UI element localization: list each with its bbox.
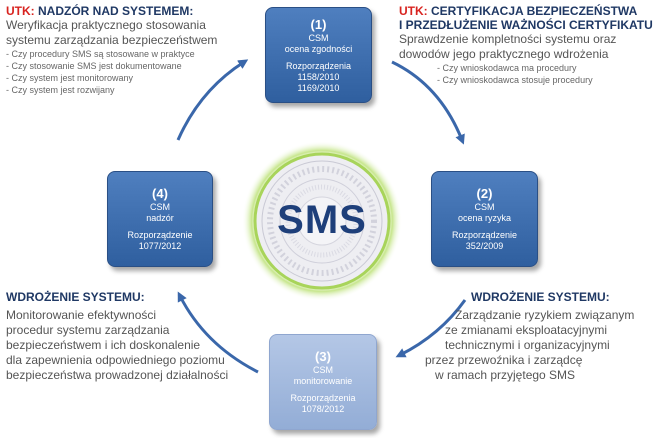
step-csm: CSM (474, 202, 495, 212)
implementation-heading: WDROŻENIE SYSTEMU: (471, 290, 610, 304)
step-regulation-number: 352/2009 (465, 241, 504, 251)
supervision-heading: UTK: NADZÓR NAD SYSTEMEM: (6, 4, 217, 18)
bullet-item: - Czy procedury SMS są stosowane w prakt… (6, 49, 195, 59)
arrow-1-to-2 (391, 60, 465, 145)
text-line: przez przewoźnika i zarządcę (425, 353, 583, 367)
heading-title-line2: I PRZEDŁUŻENIE WAŻNOŚCI CERTYFIKATU (399, 18, 653, 32)
step-title: monitorowanie (293, 376, 353, 386)
step-regulation-label: Rozporządzenie (127, 230, 193, 240)
heading-title: CERTYFIKACJA BEZPIECZEŃSTWA (431, 4, 638, 18)
step-csm: CSM (313, 365, 333, 375)
step-3-box: (3) CSM monitorowanie Rozporządzenia 107… (269, 334, 377, 430)
step-regulation-number: 1169/2010 (297, 82, 340, 93)
utk-prefix: UTK: (6, 4, 35, 18)
step-title: ocena zgodności (284, 43, 353, 54)
step-regulation-number: 1077/2012 (138, 241, 182, 251)
bullet-item: - Czy wnioskodawca ma procedury (437, 63, 577, 73)
step-regulation-number: 1158/2010 (297, 71, 340, 82)
text-line: ze zmianami eksploatacyjnymi (445, 323, 608, 337)
step-title: ocena ryzyka (457, 213, 512, 223)
utk-prefix: UTK: (399, 4, 428, 18)
step-regulation-label: Rozporządzenia (285, 60, 352, 71)
step-regulation-number: 1078/2012 (301, 404, 345, 414)
implementation-heading: WDROŻENIE SYSTEMU: (6, 290, 145, 304)
text-line: Zarządzanie ryzykiem związanym (455, 308, 635, 322)
arrow-2-to-3 (395, 299, 467, 358)
bullet-item: - Czy system jest rozwijany (6, 85, 115, 95)
text-line: Sprawdzenie kompletności systemu oraz (399, 32, 617, 46)
step-number: (1) (310, 16, 327, 32)
certification-text-block: UTK: CERTYFIKACJA BEZPIECZEŃSTWA I PRZED… (399, 4, 653, 86)
step-2-box: (2) CSM ocena ryzyka Rozporządzenie 352/… (431, 171, 538, 267)
step-4-box: (4) CSM nadzór Rozporządzenie 1077/2012 (107, 171, 213, 267)
bullet-item: - Czy system jest monitorowany (6, 73, 134, 83)
step-csm: CSM (308, 32, 329, 43)
step-1-box: (1) CSM ocena zgodności Rozporządzenia 1… (265, 7, 372, 103)
supervision-text-block: UTK: NADZÓR NAD SYSTEMEM: Weryfikacja pr… (6, 4, 217, 96)
text-line: bezpieczeństwem i ich doskonalenie (6, 338, 201, 352)
bullet-item: - Czy wnioskodawca stosuje procedury (437, 75, 593, 85)
sms-center-graphic (242, 141, 402, 301)
step-regulation-label: Rozporządzenie (451, 230, 518, 240)
text-line: procedur systemu zarządzania (6, 323, 170, 337)
heading-title: NADZÓR NAD SYSTEMEM: (38, 4, 194, 18)
step-title: nadzór (146, 213, 174, 223)
text-line: Monitorowanie efektywności (6, 308, 157, 322)
step-regulation-label: Rozporządzenia (290, 393, 356, 403)
arrow-4-to-1 (176, 59, 249, 141)
text-line: dla zapewnienia odpowiedniego poziomu (6, 353, 225, 367)
text-line: technicznymi i organizacyjnymi (445, 338, 610, 352)
bullet-item: - Czy stosowanie SMS jest dokumentowane (6, 61, 182, 71)
implementation-right-text-block: WDROŻENIE SYSTEMU: Zarządzanie ryzykiem … (415, 290, 634, 383)
step-number: (2) (476, 186, 493, 201)
implementation-left-text-block: WDROŻENIE SYSTEMU: Monitorowanie efektyw… (6, 290, 228, 383)
text-line: Weryfikacja praktycznego stosowania (6, 18, 206, 32)
text-line: bezpieczeństwa prowadzonej działalności (6, 368, 229, 382)
certification-heading: UTK: CERTYFIKACJA BEZPIECZEŃSTWA (399, 4, 653, 18)
step-csm: CSM (150, 202, 170, 212)
text-line: systemu zarządzania bezpieczeństwem (6, 33, 218, 47)
sms-label: SMS (277, 198, 367, 242)
step-number: (3) (315, 349, 331, 364)
arrow-3-to-4 (177, 291, 259, 374)
text-line: dowodów jego praktycznego wdrożenia (399, 47, 609, 61)
text-line: w ramach przyjętego SMS (435, 368, 576, 382)
step-number: (4) (152, 186, 168, 201)
